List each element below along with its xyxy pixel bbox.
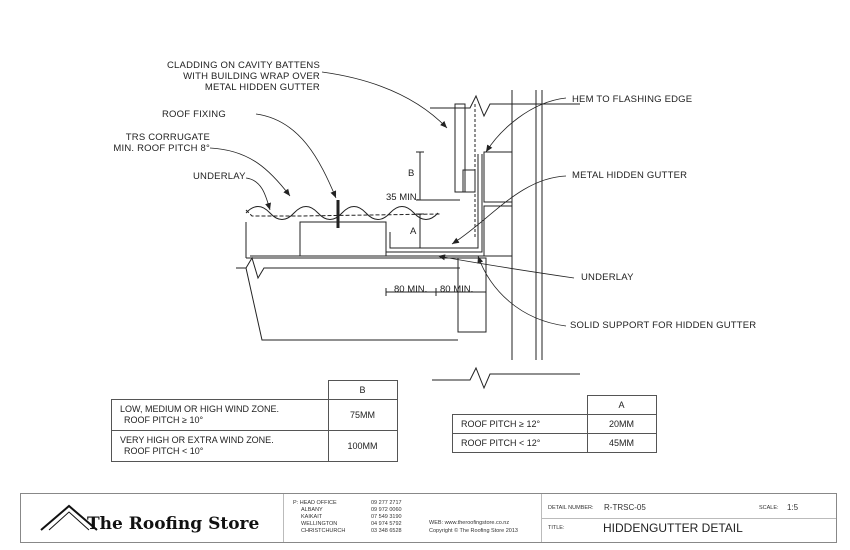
- table-b-header: B: [327, 380, 398, 400]
- table-row: ROOF PITCH ≥ 12° 20MM: [452, 414, 657, 434]
- hem-label: HEM TO FLASHING EDGE: [572, 94, 693, 105]
- dimension-b: B: [408, 168, 415, 179]
- drawing-title: HIDDENGUTTER DETAIL: [603, 521, 743, 535]
- detail-number: R-TRSC-05: [604, 503, 646, 512]
- metal-gutter-label: METAL HIDDEN GUTTER: [572, 170, 688, 181]
- title-label: TITLE:: [548, 525, 565, 531]
- trs-corrugate-label: TRS CORRUGATE MIN. ROOF PITCH 8°: [113, 132, 210, 154]
- table-b: B LOW, MEDIUM OR HIGH WIND ZONE. ROOF PI…: [111, 380, 398, 462]
- table-row: ROOF PITCH < 12° 45MM: [452, 433, 657, 453]
- underlay-right-label: UNDERLAY: [581, 272, 634, 283]
- dimension-35-min: 35 MIN.: [386, 192, 420, 203]
- dimension-80-min-right: 80 MIN.: [440, 284, 474, 295]
- dimension-a: A: [410, 226, 417, 237]
- solid-support-label: SOLID SUPPORT FOR HIDDEN GUTTER: [570, 320, 757, 331]
- table-a: A ROOF PITCH ≥ 12° 20MM ROOF PITCH < 12°…: [452, 395, 657, 453]
- underlay-left-label: UNDERLAY: [193, 171, 246, 182]
- roof-fixing-label: ROOF FIXING: [162, 109, 226, 120]
- table-row: LOW, MEDIUM OR HIGH WIND ZONE. ROOF PITC…: [111, 399, 398, 431]
- roof-logo-icon: [40, 504, 98, 531]
- table-row: VERY HIGH OR EXTRA WIND ZONE. ROOF PITCH…: [111, 430, 398, 462]
- detail-number-label: DETAIL NUMBER:: [548, 505, 594, 511]
- table-a-header: A: [586, 395, 657, 415]
- dimension-80-min-left: 80 MIN.: [394, 284, 428, 295]
- company-name: The Roofing Store: [87, 514, 260, 534]
- gutter-detail-drawing: [209, 71, 580, 390]
- scale-value: 1:5: [787, 503, 799, 512]
- web-address: WEB: www.theroofingstore.co.nz: [429, 520, 510, 526]
- copyright: Copyright © The Roofing Store 2013: [429, 528, 518, 534]
- scale-label: SCALE:: [759, 505, 779, 511]
- cladding-label: CLADDING ON CAVITY BATTENS WITH BUILDING…: [166, 60, 320, 93]
